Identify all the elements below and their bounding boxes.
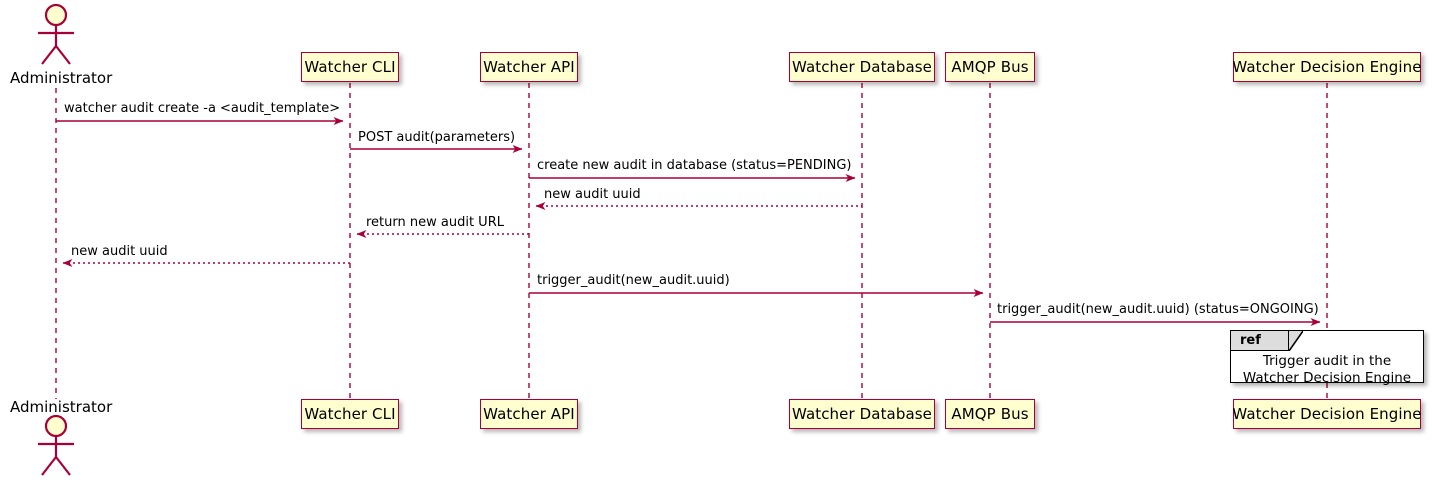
ref-fragment-tab-label: ref [1240,333,1261,348]
ref-fragment-tab-corner-icon [1289,331,1303,351]
ref-fragment-tab [1231,331,1289,351]
participant-box-watcher-cli-top[interactable]: Watcher CLI [301,52,399,82]
ref-fragment-line-2: Watcher Decision Engine [1242,370,1412,386]
participant-box-watcher-database-top[interactable]: Watcher Database [789,52,935,82]
message-label-5: return new audit URL [366,215,504,230]
ref-fragment-body: Trigger audit in the Watcher Decision En… [1231,353,1423,387]
message-label-1: watcher audit create -a <audit_template> [64,101,341,116]
message-label-2: POST audit(parameters) [358,130,516,145]
ref-fragment-line-1: Trigger audit in the [1262,353,1392,369]
ref-fragment: ref Trigger audit in the Watcher Decisio… [1230,330,1424,386]
participant-box-watcher-api-top[interactable]: Watcher API [480,52,578,82]
actor-administrator-bottom-figure [38,414,74,476]
actor-administrator-top-figure [38,3,74,65]
participant-box-watcher-decision-engine-top[interactable]: Watcher Decision Engine [1232,52,1422,82]
participant-box-amqp-bus-bottom[interactable]: AMQP Bus [945,399,1035,429]
message-label-7: trigger_audit(new_audit.uuid) [537,273,730,288]
participant-box-watcher-decision-engine-bottom[interactable]: Watcher Decision Engine [1232,399,1422,429]
message-label-3: create new audit in database (status=PEN… [537,158,852,173]
participant-box-watcher-api-bottom[interactable]: Watcher API [480,399,578,429]
message-label-8: trigger_audit(new_audit.uuid) (status=ON… [997,302,1319,317]
participant-box-watcher-cli-bottom[interactable]: Watcher CLI [301,399,399,429]
actor-label-administrator-top: Administrator [10,69,113,87]
message-label-4: new audit uuid [544,187,641,202]
participant-box-watcher-database-bottom[interactable]: Watcher Database [789,399,935,429]
actor-label-administrator-bottom: Administrator [10,398,113,416]
message-label-6: new audit uuid [71,244,168,259]
participant-box-amqp-bus-top[interactable]: AMQP Bus [945,52,1035,82]
